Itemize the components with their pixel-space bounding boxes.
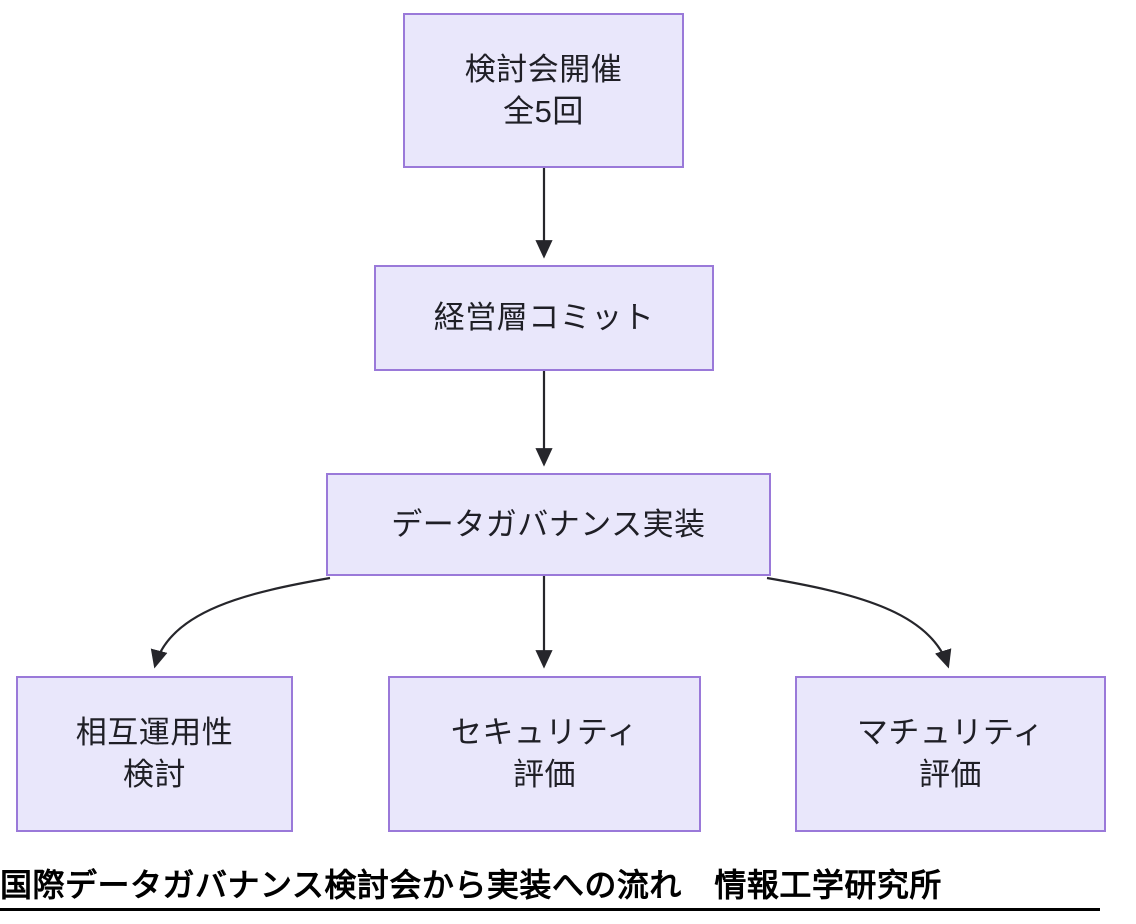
node-sougo-line-1: 相互運用性 — [75, 715, 234, 751]
node-interoperability-study[interactable]: 相互運用性 検討 — [16, 676, 293, 832]
node-maturity-evaluation[interactable]: マチュリティ 評価 — [795, 676, 1106, 832]
diagram-caption: 国際データガバナンス検討会から実装への流れ 情報工学研究所 — [0, 866, 1100, 912]
edge-governance-to-maturity — [766, 576, 952, 669]
node-keieisou-line-1: 経営層コミット — [433, 300, 655, 336]
node-sougo-line-2: 検討 — [123, 757, 186, 792]
node-security-evaluation[interactable]: セキュリティ 評価 — [388, 676, 701, 832]
node-kentoukai-line-1: 検討会開催 — [464, 51, 623, 87]
node-security-line-2: 評価 — [513, 757, 576, 792]
node-kentoukai-line-2: 全5回 — [503, 93, 584, 129]
node-kentoukai-kaisai[interactable]: 検討会開催 全5回 — [403, 13, 684, 168]
node-governance-line-1: データガバナンス実装 — [391, 506, 706, 542]
node-maturity-line-1: マチュリティ — [856, 715, 1045, 751]
edge-governance-to-sougo — [150, 576, 331, 669]
node-maturity-line-2: 評価 — [919, 757, 982, 792]
node-keieisou-commit[interactable]: 経営層コミット — [374, 265, 714, 371]
node-data-governance-implementation[interactable]: データガバナンス実装 — [326, 473, 771, 576]
node-security-line-1: セキュリティ — [450, 715, 639, 751]
